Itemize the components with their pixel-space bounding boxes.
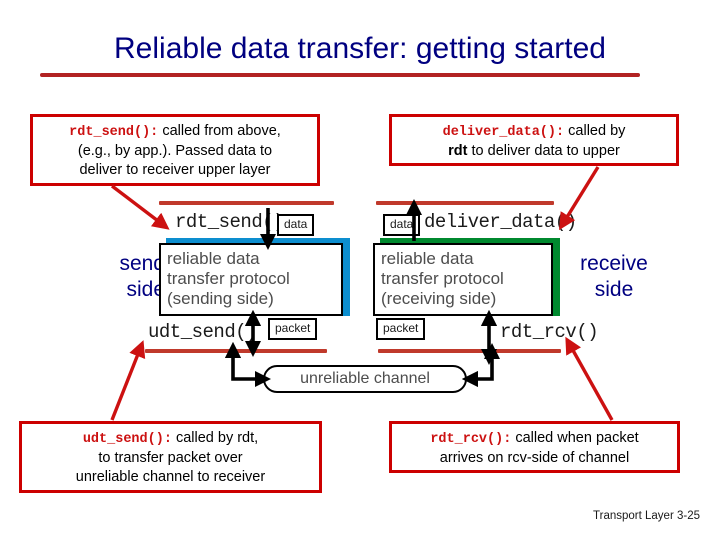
callout-rdt-rcv-line1: called when packet bbox=[511, 430, 639, 446]
label-send-side: send side bbox=[50, 251, 165, 303]
callout-rdt-send-line3: deliver to receiver upper layer bbox=[79, 162, 271, 178]
callout-rdt-rcv-code: rdt_rcv(): bbox=[430, 432, 512, 447]
chip-packet-sending: packet bbox=[268, 318, 318, 340]
page-title: Reliable data transfer: getting started bbox=[114, 32, 606, 65]
sending-side-protocol-box: reliable data transfer protocol (sending… bbox=[159, 243, 343, 316]
arrow-channel-to-receiver bbox=[461, 343, 501, 388]
callout-udt-send[interactable]: udt_send(): called by rdt, to transfer p… bbox=[19, 421, 322, 493]
callout-udt-send-code: udt_send(): bbox=[82, 432, 172, 447]
receiving-box-line3: (receiving side) bbox=[381, 289, 497, 308]
chip-packet-receiving: packet bbox=[376, 318, 426, 340]
callout-rdt-send-code: rdt_send(): bbox=[69, 125, 159, 140]
connector-udt-send-arrow bbox=[110, 340, 146, 421]
callout-rdt-rcv[interactable]: rdt_rcv(): called when packet arrives on… bbox=[389, 421, 680, 473]
receiving-box-line1: reliable data bbox=[381, 249, 474, 268]
receiving-box-line2: transfer protocol bbox=[381, 269, 504, 288]
callout-udt-send-line2: to transfer packet over bbox=[98, 450, 243, 466]
red-rule-bottom-left bbox=[145, 349, 327, 353]
slide-footer: Transport Layer 3-25 bbox=[593, 510, 700, 522]
arrow-sender-to-channel bbox=[224, 341, 271, 388]
callout-udt-send-line1: called by rdt, bbox=[171, 430, 259, 446]
connector-rdt-send-arrow bbox=[110, 184, 170, 230]
unreliable-channel-node: unreliable channel bbox=[263, 365, 467, 393]
connector-rdt-rcv-arrow bbox=[565, 336, 614, 421]
sending-box-line2: transfer protocol bbox=[167, 269, 290, 288]
diagram-label-rdt-send: rdt_send() bbox=[175, 211, 285, 233]
callout-deliver-data-line1: called by bbox=[564, 123, 626, 139]
sending-box-line1: reliable data bbox=[167, 249, 260, 268]
chip-data-receiving: data bbox=[383, 214, 421, 236]
callout-rdt-send-line1: called from above, bbox=[158, 123, 281, 139]
callout-rdt-rcv-line2: arrives on rcv-side of channel bbox=[439, 450, 630, 466]
sending-box-line3: (sending side) bbox=[167, 289, 274, 308]
receiving-side-protocol-box: reliable data transfer protocol (receivi… bbox=[373, 243, 553, 316]
label-send-side-line2: side bbox=[126, 278, 165, 301]
label-receive-side-line1: receive bbox=[580, 252, 648, 275]
label-receive-side-line2: side bbox=[594, 278, 634, 301]
red-rule-top-right bbox=[376, 201, 554, 205]
callout-rdt-send-line2: (e.g., by app.). Passed data to bbox=[77, 143, 273, 159]
diagram-label-deliver-data: deliver_data() bbox=[424, 211, 577, 233]
callout-udt-send-line3: unreliable channel to receiver bbox=[75, 469, 266, 485]
chip-data-sending: data bbox=[277, 214, 315, 236]
red-rule-top-left bbox=[159, 201, 334, 205]
callout-deliver-data-line2: to deliver data to upper bbox=[467, 143, 620, 159]
callout-deliver-data[interactable]: deliver_data(): called by rdt to deliver… bbox=[389, 114, 679, 166]
title-underline-rule bbox=[40, 73, 640, 77]
callout-deliver-data-rdt: rdt bbox=[448, 143, 468, 159]
callout-rdt-send[interactable]: rdt_send(): called from above, (e.g., by… bbox=[30, 114, 320, 186]
label-receive-side: receive side bbox=[553, 251, 675, 303]
callout-deliver-data-code: deliver_data(): bbox=[442, 125, 565, 140]
diagram-label-rdt-rcv: rdt_rcv() bbox=[500, 321, 599, 343]
label-send-side-line1: send bbox=[119, 252, 165, 275]
red-rule-bottom-right bbox=[378, 349, 561, 353]
diagram-label-udt-send: udt_send() bbox=[148, 321, 258, 343]
